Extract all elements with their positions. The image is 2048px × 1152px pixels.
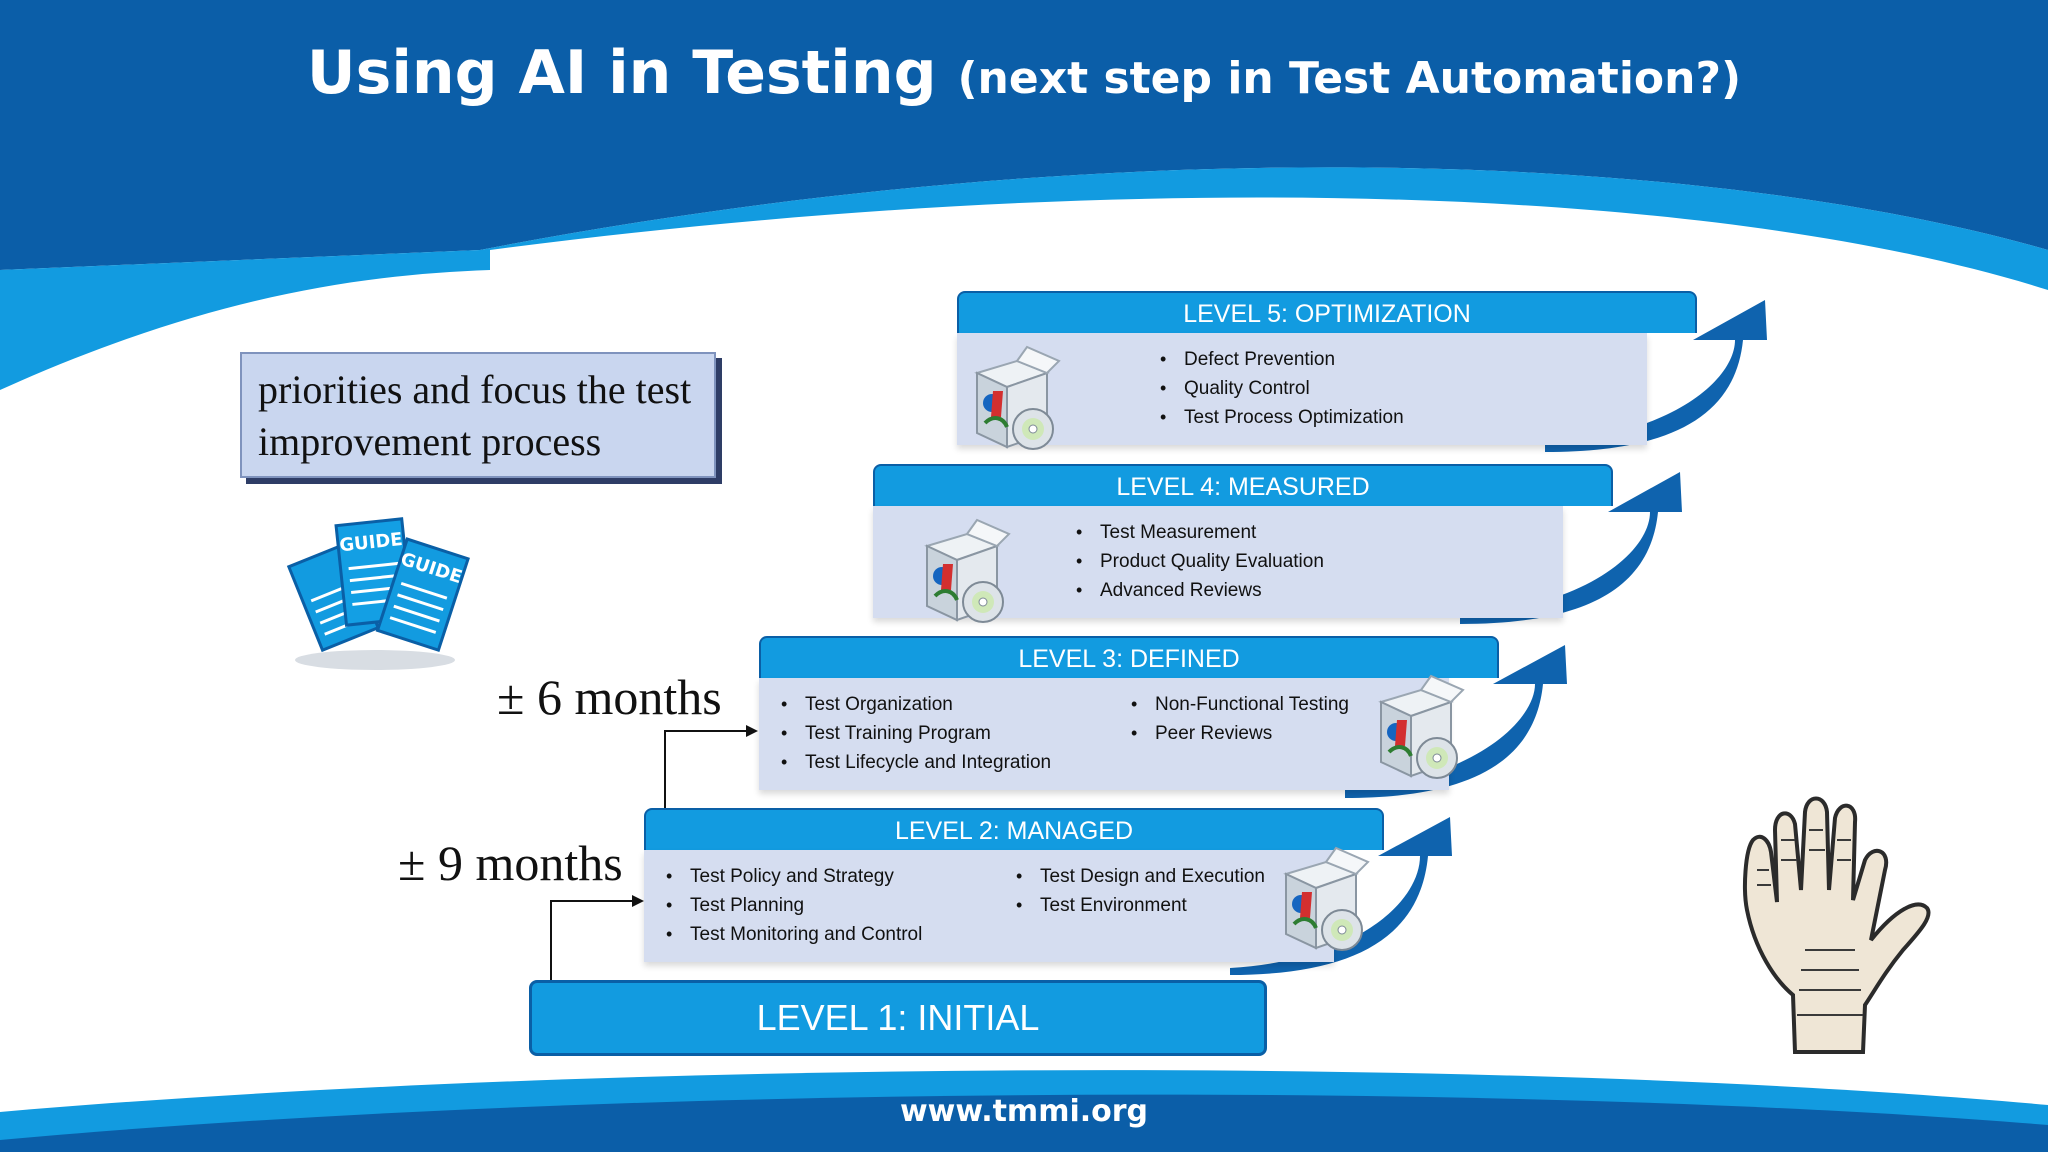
list-item: Test Environment [1016, 891, 1265, 920]
software-box-icon [913, 516, 1023, 631]
list-item: Non-Functional Testing [1131, 690, 1349, 719]
list-item: Test Lifecycle and Integration [781, 748, 1051, 777]
level-3-title: LEVEL 3: DEFINED [759, 636, 1499, 678]
list-item: Peer Reviews [1131, 719, 1349, 748]
list-item: Test Design and Execution [1016, 862, 1265, 891]
list-item: Test Policy and Strategy [666, 862, 922, 891]
list-item: Test Monitoring and Control [666, 920, 922, 949]
guide-books-icon: GUIDE GUIDE [285, 510, 470, 680]
title-main: Using AI in Testing [306, 38, 937, 108]
software-box-icon [1272, 844, 1382, 959]
level-2-items-right: Test Design and Execution Test Environme… [1016, 862, 1265, 920]
level-1-bar: LEVEL 1: INITIAL [529, 980, 1267, 1056]
level-2-body: Test Policy and Strategy Test Planning T… [644, 850, 1334, 962]
list-item: Test Organization [781, 690, 1051, 719]
list-item: Test Measurement [1076, 518, 1324, 547]
duration-level-3: ± 6 months [497, 669, 722, 725]
level-3-body: Test Organization Test Training Program … [759, 678, 1449, 790]
hand-icon [1735, 790, 1935, 1060]
duration-level-2: ± 9 months [398, 835, 623, 891]
list-item: Advanced Reviews [1076, 576, 1324, 605]
level-4-items: Test Measurement Product Quality Evaluat… [1076, 518, 1324, 605]
level-5-body: Defect Prevention Quality Control Test P… [957, 333, 1647, 445]
level-4-title: LEVEL 4: MEASURED [873, 464, 1613, 506]
software-box-icon [1367, 672, 1477, 787]
note-box: priorities and focus the test improvemen… [240, 352, 716, 478]
list-item: Product Quality Evaluation [1076, 547, 1324, 576]
level-3-items-left: Test Organization Test Training Program … [781, 690, 1051, 777]
title-sub: (next step in Test Automation?) [957, 53, 1742, 104]
list-item: Test Planning [666, 891, 922, 920]
level-2-title: LEVEL 2: MANAGED [644, 808, 1384, 850]
list-item: Test Process Optimization [1160, 403, 1404, 432]
level-5-title: LEVEL 5: OPTIMIZATION [957, 291, 1697, 333]
list-item: Defect Prevention [1160, 345, 1404, 374]
footer-url: www.tmmi.org [899, 1094, 1149, 1129]
level-5-items: Defect Prevention Quality Control Test P… [1160, 345, 1404, 432]
level-3-items-right: Non-Functional Testing Peer Reviews [1131, 690, 1349, 748]
list-item: Quality Control [1160, 374, 1404, 403]
slide-title: Using AI in Testing (next step in Test A… [0, 38, 2048, 108]
level-2-items-left: Test Policy and Strategy Test Planning T… [666, 862, 922, 949]
software-box-icon [963, 343, 1073, 458]
list-item: Test Training Program [781, 719, 1051, 748]
